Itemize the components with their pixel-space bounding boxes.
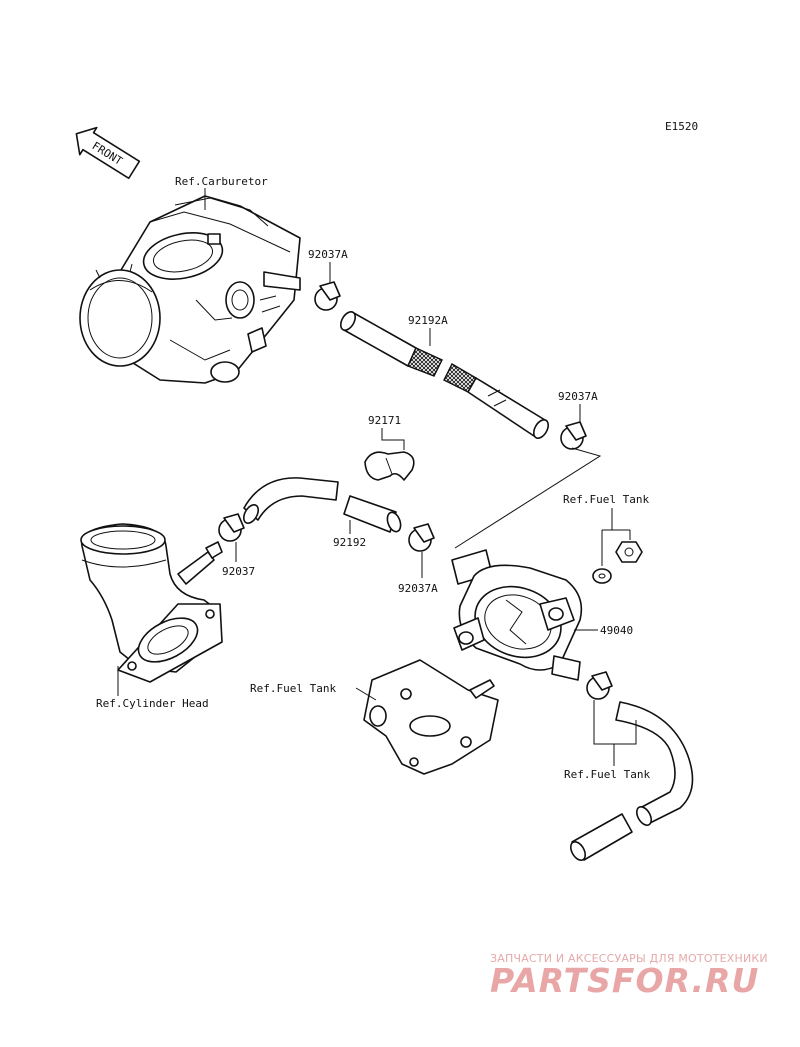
- watermark-caption: ЗАПЧАСТИ И АКСЕССУАРЫ ДЛЯ МОТОТЕХНИКИ: [490, 952, 768, 965]
- fuel-hose-top: [339, 311, 550, 439]
- part-label-clamp-top: 92037A: [308, 248, 348, 261]
- part-label-holder: 92171: [368, 414, 401, 427]
- holder-leader: [381, 428, 405, 450]
- ref-fuel-tank-left-label: Ref.Fuel Tank: [250, 682, 336, 695]
- fuel-pump: [451, 549, 583, 681]
- diagram-code: E1520: [665, 120, 698, 133]
- cylinder-head-intake: [80, 523, 223, 683]
- fuel-tank-nut: [615, 541, 643, 563]
- fuel-tank-bracket: [363, 659, 499, 775]
- fuel-hose-lower: [569, 701, 694, 861]
- part-label-clamp-right: 92037A: [558, 390, 598, 403]
- hose-clamp-lower: [586, 671, 613, 700]
- clamp-right-route-line: [454, 447, 602, 549]
- ref-fuel-tank-left-leader: [355, 687, 377, 701]
- front-arrow-icon: FRONT: [75, 126, 141, 180]
- part-label-hose-top: 92192A: [408, 314, 448, 327]
- ref-fuel-tank-upper-label: Ref.Fuel Tank: [563, 493, 649, 506]
- hose-clamp-top: [314, 281, 341, 311]
- fuel-hose-mid: [343, 495, 402, 533]
- ref-fuel-tank-lower-bracket: [593, 700, 637, 745]
- hose-clamp-right: [560, 421, 587, 450]
- ref-carburetor-label: Ref.Carburetor: [175, 175, 268, 188]
- fuel-hose-left: [242, 477, 339, 524]
- part-label-clamp-mid: 92037A: [398, 582, 438, 595]
- part-label-clamp-left: 92037: [222, 565, 255, 578]
- ref-fuel-tank-upper-leader: [601, 508, 631, 566]
- part-label-hose-mid: 92192: [333, 536, 366, 549]
- ref-fuel-tank-lower-label: Ref.Fuel Tank: [564, 768, 650, 781]
- hose-holder: [364, 451, 415, 481]
- hose-clamp-mid: [408, 523, 435, 552]
- hose-clamp-left: [218, 513, 245, 542]
- carburetor-assembly: [79, 195, 301, 384]
- part-label-fuel-pump: 49040: [600, 624, 633, 637]
- watermark-brand: PARTSFOR.RU: [490, 961, 759, 1000]
- ref-cylinder-head-label: Ref.Cylinder Head: [96, 697, 209, 710]
- fuel-tank-washer: [592, 568, 612, 584]
